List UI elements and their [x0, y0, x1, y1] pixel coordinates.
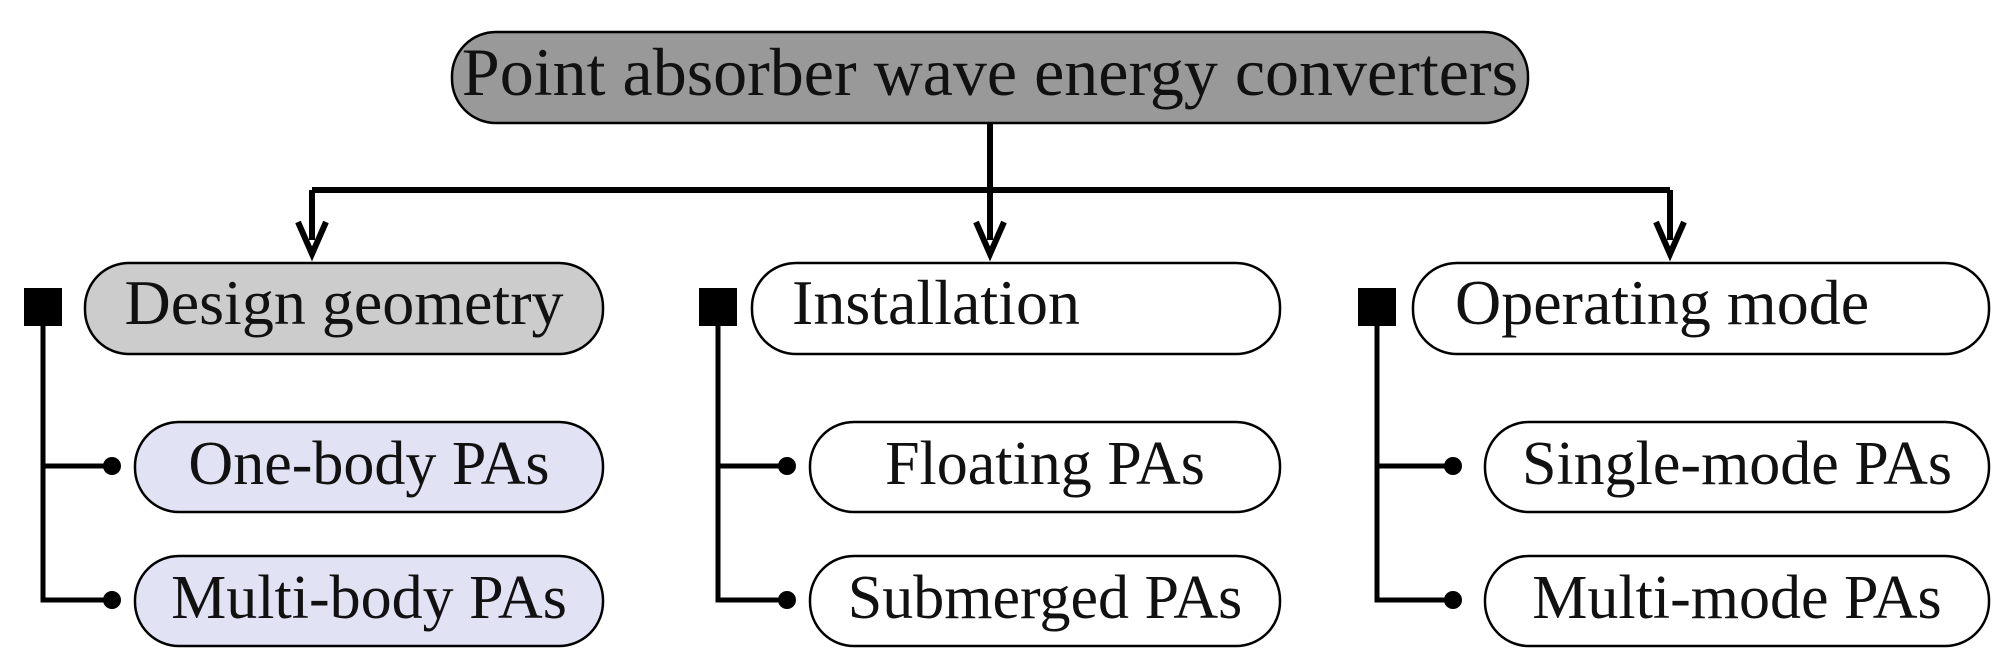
- category-label: Design geometry: [125, 267, 564, 338]
- category-label: Operating mode: [1455, 267, 1869, 338]
- leaf-multi-body-pas: [133, 554, 605, 648]
- category-design-geometry: Design geometry One-body PAs Multi-body …: [24, 261, 605, 648]
- leaf-label: Submerged PAs: [848, 564, 1242, 632]
- category-marker: [699, 288, 737, 326]
- arrowheads: [295, 220, 1687, 262]
- category-label: Installation: [792, 267, 1080, 338]
- arrowhead-right: [1653, 220, 1687, 262]
- leaf-submerged-pas: [808, 554, 1282, 648]
- category-operating-mode: Operating mode Single-mode PAs Multi-mod…: [1358, 261, 1991, 648]
- root-node: Point absorber wave energy converters: [450, 30, 1530, 125]
- category-marker: [24, 288, 62, 326]
- category-installation: Installation Floating PAs Submerged PAs: [699, 261, 1282, 648]
- leaf-label: Multi-body PAs: [171, 564, 567, 632]
- leaf-label: Floating PAs: [885, 430, 1205, 498]
- leaf-multi-mode-pas: [1483, 554, 1991, 648]
- category-marker: [1358, 288, 1396, 326]
- leaf-label: Single-mode PAs: [1522, 430, 1952, 498]
- leaf-label: Multi-mode PAs: [1532, 564, 1941, 632]
- leaf-single-mode-pas: [1483, 420, 1991, 514]
- root-label: Point absorber wave energy converters: [462, 34, 1518, 110]
- leaf-floating-pas: [808, 420, 1282, 514]
- leaf-label: One-body PAs: [188, 430, 549, 498]
- arrowhead-middle: [973, 220, 1007, 262]
- root-connectors: [309, 120, 1673, 240]
- leaf-one-body-pas: [133, 420, 605, 514]
- arrowhead-left: [295, 220, 329, 262]
